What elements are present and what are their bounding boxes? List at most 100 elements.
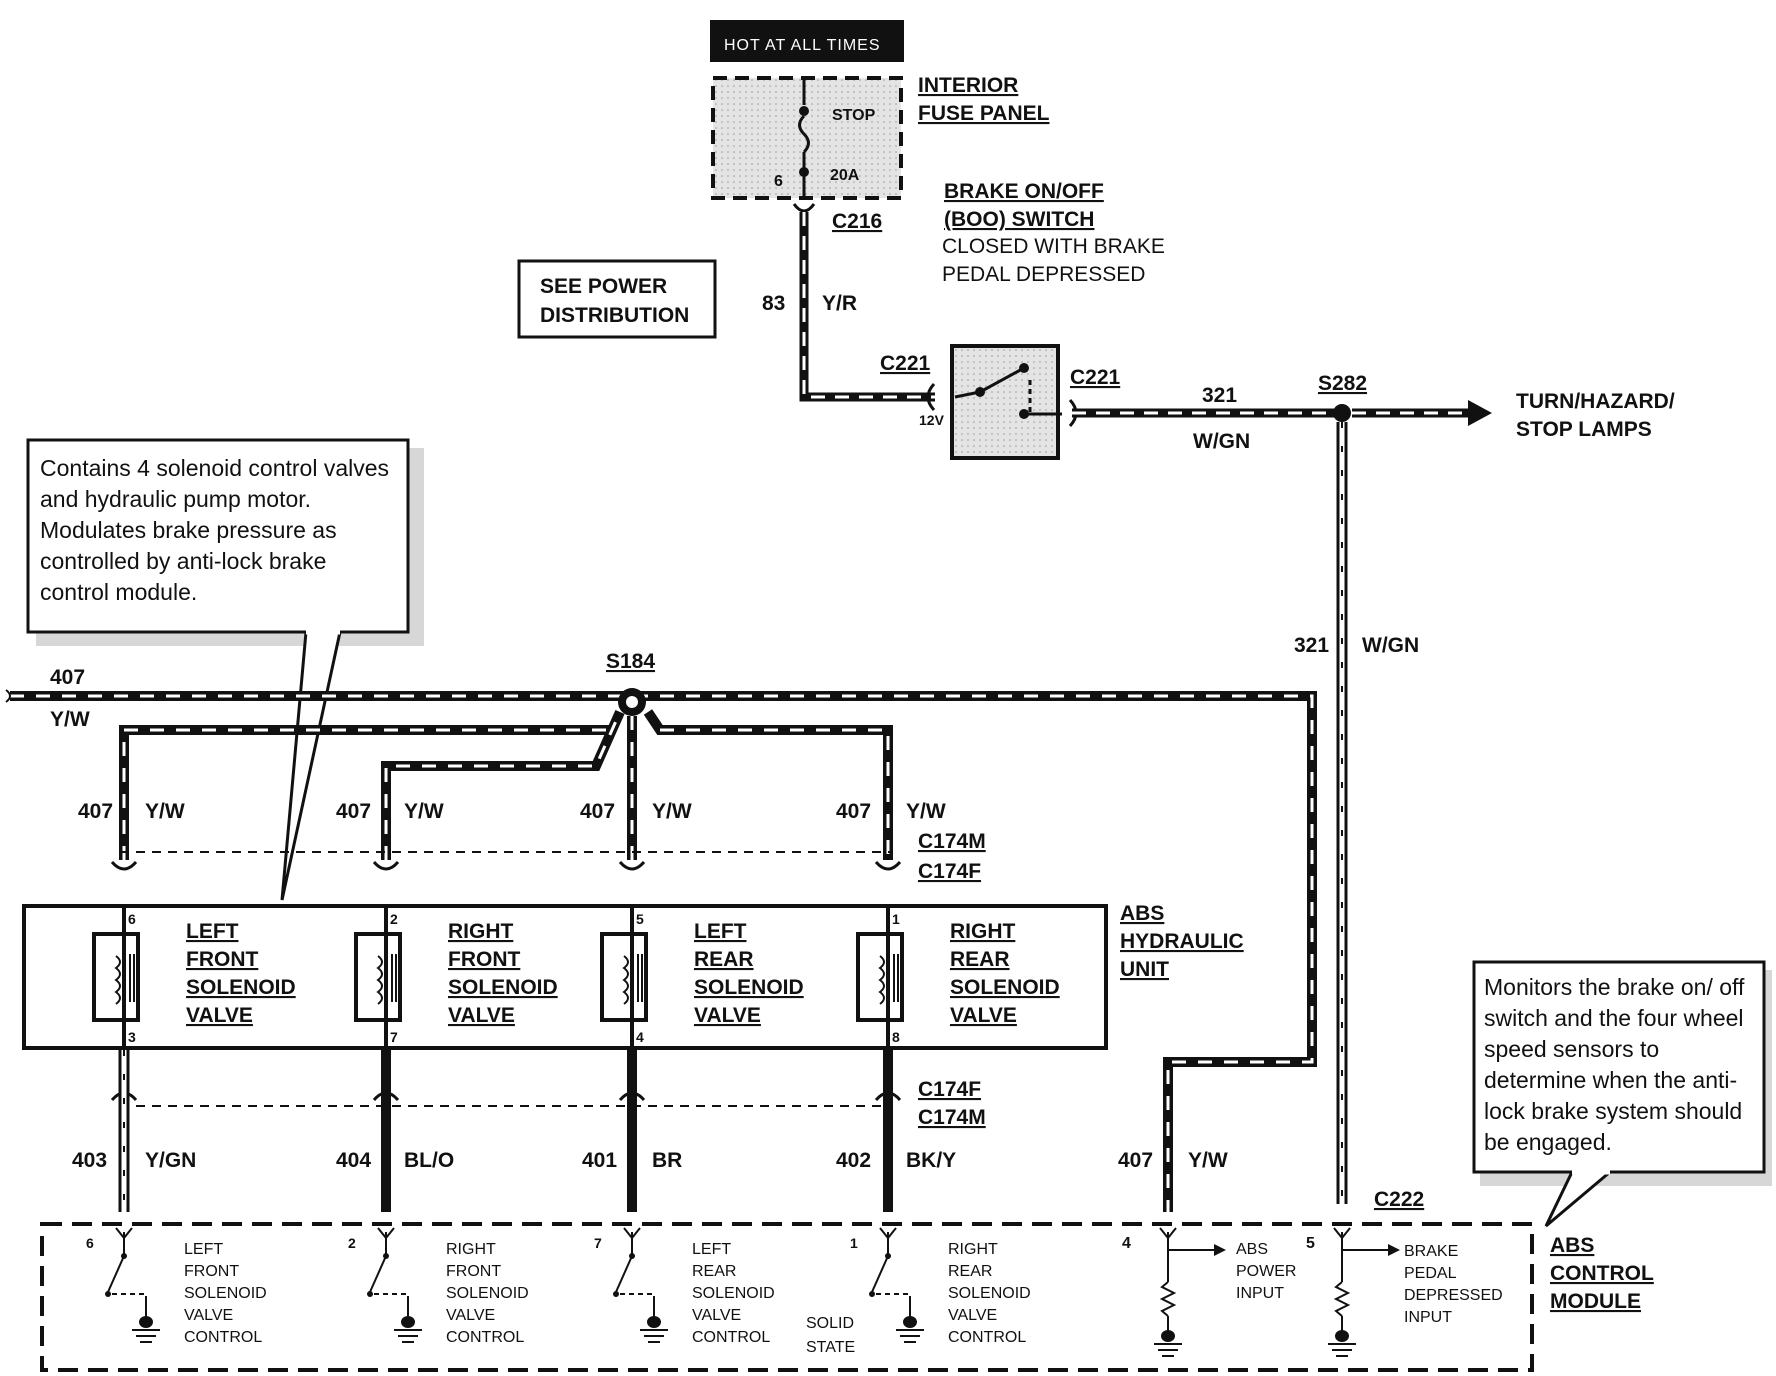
- ground-icon: [647, 1316, 661, 1328]
- lower-4-circuit: 407: [1118, 1149, 1153, 1172]
- coil-icon: [114, 955, 121, 1005]
- valve-label: VALVE: [186, 1004, 253, 1027]
- splice-s184: S184: [606, 650, 655, 673]
- hot-at-all-times-banner: [710, 20, 904, 62]
- turn-hazard-line2: STOP LAMPS: [1516, 418, 1652, 441]
- control-pin: 6: [86, 1235, 94, 1251]
- power-dist-line1: SEE POWER: [540, 275, 667, 298]
- c174-bot-m: C174M: [918, 1106, 986, 1129]
- module-title-0: ABS: [1550, 1234, 1594, 1257]
- valve-pin-bottom: 7: [390, 1029, 398, 1045]
- switch-icon: [871, 1255, 889, 1293]
- fuse-name: STOP: [832, 107, 876, 124]
- power-input-label-1: POWER: [1236, 1263, 1296, 1280]
- boo-switch-contact-icon: [979, 366, 1025, 394]
- solenoid-icon: [92, 932, 140, 1022]
- ground-icon: [401, 1316, 415, 1328]
- c174-bot-f: C174F: [918, 1078, 981, 1101]
- boo-line1: BRAKE ON/OFF: [944, 180, 1104, 203]
- splice-s282-icon: [1333, 404, 1351, 422]
- control-label: RIGHT: [446, 1241, 496, 1258]
- boo-line3: CLOSED WITH BRAKE: [942, 235, 1165, 258]
- valve-pin-bottom: 4: [636, 1029, 644, 1045]
- switch-icon: [107, 1255, 125, 1293]
- wire-83-circuit: 83: [762, 292, 785, 315]
- control-label: REAR: [948, 1263, 992, 1280]
- solenoid-icon: [354, 932, 402, 1022]
- turn-hazard-arrow-icon: [1468, 400, 1492, 426]
- solenoid-icon: [856, 932, 904, 1022]
- fuse-rating: 20A: [830, 167, 860, 184]
- control-label: SOLENOID: [948, 1285, 1031, 1302]
- drop-1-color: Y/W: [404, 800, 444, 823]
- valve-label: FRONT: [448, 948, 520, 971]
- lower-3-color: BK/Y: [906, 1149, 956, 1172]
- coil-icon: [622, 955, 629, 1005]
- valve-pin-top: 2: [390, 911, 398, 927]
- valve-pin-bottom: 8: [892, 1029, 900, 1045]
- valve-label: RIGHT: [950, 920, 1016, 943]
- control-pin: 2: [348, 1235, 356, 1251]
- wire-321-top-circuit: 321: [1202, 384, 1237, 407]
- wire-407-bus: 407 Y/W S184: [5, 650, 1317, 1212]
- module-note-text: Monitors the brake on/ off switch and th…: [1484, 974, 1745, 1155]
- abs-hydraulic-unit: ABS HYDRAULIC UNIT 63LEFTFRONTSOLENOIDVA…: [22, 902, 1244, 1050]
- brake-input-label-0: BRAKE: [1404, 1243, 1458, 1260]
- brake-input-label-3: INPUT: [1404, 1309, 1452, 1326]
- c174-top-m: C174M: [918, 830, 986, 853]
- drop-3-color: Y/W: [906, 800, 946, 823]
- valve-label: RIGHT: [448, 920, 514, 943]
- solid-state-1: STATE: [806, 1339, 855, 1356]
- connector-c221-right: C221: [1070, 366, 1121, 389]
- fuse-panel-title-1: INTERIOR: [918, 74, 1018, 97]
- valve-label: FRONT: [186, 948, 258, 971]
- valve-label: SOLENOID: [694, 976, 804, 999]
- drop-1-circuit: 407: [336, 800, 371, 823]
- lower-wires: 403 Y/GN 404 BL/O 401 BR 402 BK/Y 407 Y/…: [72, 1050, 1424, 1212]
- lower-0-color: Y/GN: [145, 1149, 196, 1172]
- connector-c221-left-icon: [926, 382, 936, 412]
- ground-icon: [903, 1316, 917, 1328]
- connector-c221-left: C221: [880, 352, 931, 375]
- valve-pin-top: 6: [128, 911, 136, 927]
- control-pin: 7: [594, 1235, 602, 1251]
- control-label: CONTROL: [446, 1329, 524, 1346]
- fuse-icon: [798, 114, 810, 154]
- wire-83-color: Y/R: [822, 292, 857, 315]
- wire-321: 321 W/GN S282 TURN/HAZARD/ STOP LAMPS 32…: [1072, 372, 1675, 1204]
- hcu-title-0: ABS: [1120, 902, 1164, 925]
- see-power-distribution: SEE POWER DISTRIBUTION: [517, 259, 717, 339]
- wire-break-icon: [5, 689, 11, 703]
- module-title-2: MODULE: [1550, 1290, 1641, 1313]
- resistor-icon: [1159, 1281, 1177, 1317]
- connector-c174-top: C174M C174F: [110, 830, 986, 883]
- control-label: SOLENOID: [184, 1285, 267, 1302]
- power-input-pin: 4: [1122, 1235, 1131, 1252]
- interior-fuse-panel: HOT AT ALL TIMES STOP 20A 6 INTERIOR FUS…: [710, 20, 1050, 200]
- control-label: FRONT: [184, 1263, 239, 1280]
- coil-icon: [376, 955, 383, 1005]
- splice-s282: S282: [1318, 372, 1367, 395]
- drop-2-color: Y/W: [652, 800, 692, 823]
- valve-label: VALVE: [694, 1004, 761, 1027]
- valve-label: SOLENOID: [448, 976, 558, 999]
- connector-c222: C222: [1374, 1188, 1424, 1211]
- control-label: REAR: [692, 1263, 736, 1280]
- connector-c174-bottom: C174F C174M: [110, 1078, 986, 1129]
- lower-0-circuit: 403: [72, 1149, 107, 1172]
- power-input-label-0: ABS: [1236, 1241, 1268, 1258]
- brake-input-pin: 5: [1306, 1235, 1315, 1252]
- solenoid-icon: [600, 932, 648, 1022]
- brake-input-label-1: PEDAL: [1404, 1265, 1457, 1282]
- control-label: VALVE: [948, 1307, 997, 1324]
- valve-pin-bottom: 3: [128, 1029, 136, 1045]
- brake-on-off-switch: BRAKE ON/OFF (BOO) SWITCH CLOSED WITH BR…: [880, 180, 1165, 460]
- lower-3-circuit: 402: [836, 1149, 871, 1172]
- solid-state-0: SOLID: [806, 1315, 854, 1332]
